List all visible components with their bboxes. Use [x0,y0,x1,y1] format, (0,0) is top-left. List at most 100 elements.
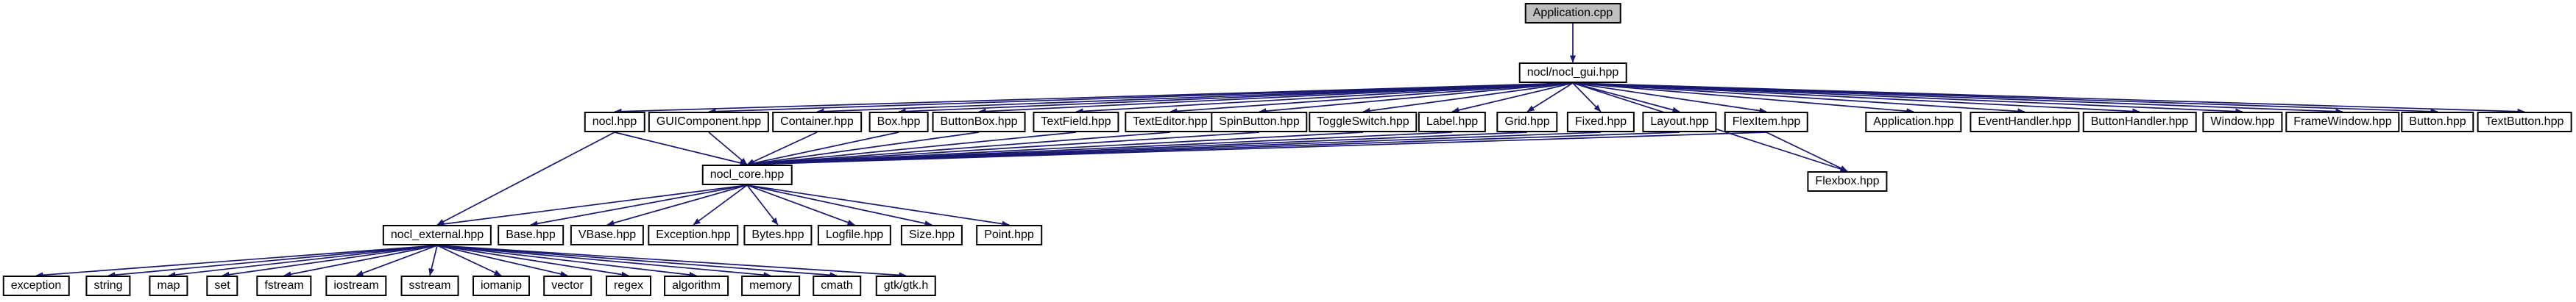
node-label: Grid.hpp [1504,115,1550,128]
edge-gui-toggleswitch [1362,82,1574,114]
node-std-memory[interactable]: memory [741,276,800,296]
node-label[interactable]: Label.hpp [1418,112,1487,132]
edge-gui-buttonhandler [1572,82,2140,115]
node-label: cmath [821,279,853,292]
node-label: Point.hpp [984,229,1034,241]
edge-core-base [530,184,748,227]
node-label: Application.cpp [1532,7,1613,19]
node-nocl[interactable]: nocl.hpp [584,112,645,132]
node-label: exception [10,279,62,292]
edge-external-std_algorithm [436,245,697,278]
node-button[interactable]: Button.hpp [2401,112,2474,132]
edge-external-std_regex [436,245,629,278]
node-flexbox[interactable]: Flexbox.hpp [1807,171,1888,192]
node-std-iostream[interactable]: iostream [325,276,387,296]
node-buttonhandler[interactable]: ButtonHandler.hpp [2082,112,2197,132]
edge-spinbutton-core [746,132,1260,168]
edge-external-std_iostream [355,245,438,276]
node-std-vector[interactable]: vector [543,276,592,296]
node-window[interactable]: Window.hpp [2202,112,2283,132]
node-core[interactable]: nocl_core.hpp [701,165,793,185]
node-gtk[interactable]: gtk/gtk.h [875,276,937,296]
node-point[interactable]: Point.hpp [976,225,1042,245]
node-label: nocl/nocl_gui.hpp [1526,66,1619,79]
node-std-regex[interactable]: regex [605,276,652,296]
node-label: Container.hpp [780,115,854,128]
edge-core-vbase [606,184,748,226]
node-label: ToggleSwitch.hpp [1317,115,1409,128]
node-label: iomanip [480,279,523,292]
node-container[interactable]: Container.hpp [772,112,862,132]
edge-gui-grid [1526,82,1574,112]
node-std-iomanip[interactable]: iomanip [472,276,531,296]
node-gui[interactable]: nocl/nocl_gui.hpp [1518,62,1627,83]
node-spinbutton[interactable]: SpinButton.hpp [1211,112,1308,132]
node-buttonbox[interactable]: ButtonBox.hpp [932,112,1026,132]
node-std-fstream[interactable]: fstream [256,276,312,296]
edge-external-std_fstream [283,245,438,278]
node-logfile[interactable]: Logfile.hpp [817,225,892,245]
node-std-algorithm[interactable]: algorithm [664,276,729,296]
node-std-set[interactable]: set [206,276,238,296]
edge-gui-spinbutton [1259,82,1574,115]
node-layout[interactable]: Layout.hpp [1642,112,1717,132]
node-label: regex [613,279,644,292]
node-textfield[interactable]: TextField.hpp [1033,112,1119,132]
node-std-map[interactable]: map [149,276,188,296]
edge-external-gtk [436,245,907,278]
node-textbutton[interactable]: TextButton.hpp [2477,112,2572,132]
edge-external-std_memory [436,245,771,278]
node-texteditor[interactable]: TextEditor.hpp [1125,112,1216,132]
edge-gui-guicomponent [708,82,1574,115]
node-label: TextEditor.hpp [1133,115,1208,128]
node-label: Logfile.hpp [825,229,884,241]
edge-gui-eventhandler [1572,82,2025,115]
edge-gui-textbutton [1572,82,2525,115]
node-vbase[interactable]: VBase.hpp [570,225,645,245]
node-label: FrameWindow.hpp [2293,115,2392,128]
node-std-sstream[interactable]: sstream [400,276,459,296]
node-std-cmath[interactable]: cmath [813,276,861,296]
node-bytes[interactable]: Bytes.hpp [743,225,813,245]
node-exception-hpp[interactable]: Exception.hpp [648,225,739,245]
edge-external-std_string [107,245,438,278]
edge-external-std_vector [436,245,568,277]
node-std-string[interactable]: string [85,276,131,296]
edge-gui-box [898,82,1574,115]
node-label: Button.hpp [2409,115,2466,128]
node-box[interactable]: Box.hpp [868,112,929,132]
node-fixed[interactable]: Fixed.hpp [1566,112,1635,132]
node-guicomponent[interactable]: GUIComponent.hpp [648,112,770,132]
edge-texteditor-core [746,132,1171,168]
node-base[interactable]: Base.hpp [498,225,564,245]
node-label: Window.hpp [2210,115,2275,128]
node-label: TextField.hpp [1041,115,1111,128]
node-external[interactable]: nocl_external.hpp [382,225,492,245]
node-size[interactable]: Size.hpp [900,225,963,245]
node-std-exception[interactable]: exception [2,276,70,296]
node-grid[interactable]: Grid.hpp [1496,112,1558,132]
edge-gui-label [1451,82,1574,113]
node-label: ButtonBox.hpp [940,115,1018,128]
node-label: set [214,279,230,292]
node-label: Application.hpp [1873,115,1954,128]
node-label: SpinButton.hpp [1219,115,1300,128]
edge-nocl-external [436,132,615,226]
node-label: Fixed.hpp [1574,115,1627,128]
edge-external-std_sstream [428,245,438,276]
node-label: FlexItem.hpp [1732,115,1801,128]
node-label: Exception.hpp [656,229,731,241]
node-eventhandler[interactable]: EventHandler.hpp [1970,112,2080,132]
edge-gui-buttonbox [978,82,1574,115]
node-label: Layout.hpp [1650,115,1709,128]
node-label: nocl.hpp [592,115,637,128]
node-application-hpp[interactable]: Application.hpp [1865,112,1962,132]
node-framewindow[interactable]: FrameWindow.hpp [2285,112,2400,132]
node-app-cpp[interactable]: Application.cpp [1524,3,1621,24]
node-toggleswitch[interactable]: ToggleSwitch.hpp [1309,112,1418,132]
node-label: gtk/gtk.h [883,279,929,292]
node-flexitem[interactable]: FlexItem.hpp [1724,112,1809,132]
node-label: fstream [264,279,304,292]
edge-flexitem-core [746,132,1767,168]
